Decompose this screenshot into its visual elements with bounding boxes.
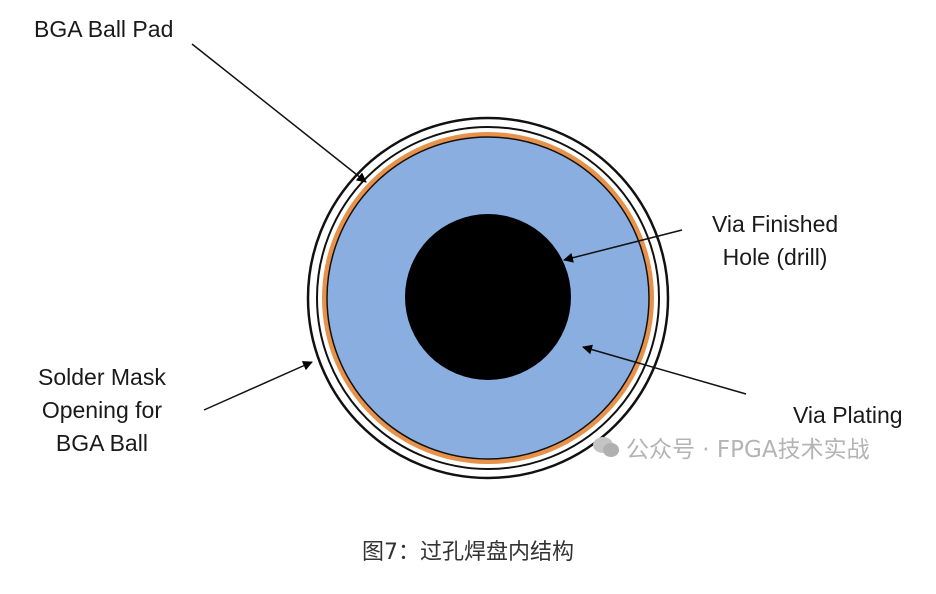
wechat-icon	[593, 437, 619, 457]
watermark: 公众号 · FPGA技术实战	[592, 430, 870, 464]
label-line: Via Finished	[712, 211, 839, 237]
label-solder-mask-opening: Solder Mask Opening for BGA Ball	[38, 361, 166, 460]
label-bga-ball-pad: BGA Ball Pad	[34, 16, 174, 42]
label-line: Solder Mask	[38, 364, 166, 390]
watermark-text: 公众号 · FPGA技术实战	[626, 437, 870, 463]
arrow-via-finished-hole	[563, 229, 683, 263]
label-line: Opening for	[41, 397, 163, 423]
label-via-finished-hole: Via Finished Hole (drill)	[712, 208, 838, 274]
figure-caption: 图7：过孔焊盘内结构	[362, 540, 574, 565]
label-via-plating: Via Plating	[793, 402, 903, 428]
via-finished-hole	[405, 214, 571, 380]
label-line: BGA Ball	[55, 430, 148, 456]
arrow-bga-ball-pad	[191, 43, 367, 183]
arrow-via-plating	[582, 344, 747, 395]
arrow-solder-mask-opening	[203, 361, 313, 411]
label-line: Hole (drill)	[722, 244, 828, 270]
